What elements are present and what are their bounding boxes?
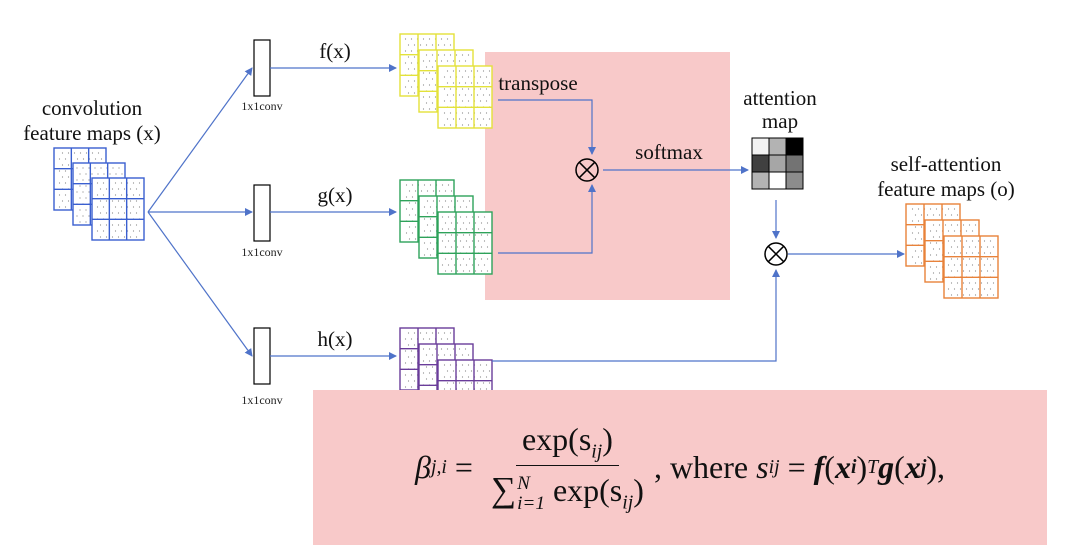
attention-map-grid — [751, 137, 804, 190]
formula-num-sub: ij — [591, 440, 603, 462]
formula-eq2: = — [779, 449, 814, 485]
formula-transpose: T — [867, 456, 879, 478]
formula-x2-sub: j — [920, 456, 927, 478]
softmax-label: softmax — [635, 140, 703, 164]
formula-sum: ∑ — [490, 470, 517, 509]
attention-label-line1: attention — [743, 86, 817, 110]
formula-s: s — [756, 449, 769, 485]
output-feature-maps — [905, 203, 999, 299]
input-arrows — [147, 64, 905, 362]
formula-s-sub: ij — [768, 456, 780, 478]
conv-box-g — [253, 184, 271, 242]
f-feature-maps — [399, 33, 493, 129]
formula-where: , where — [653, 449, 757, 485]
formula-den-sub: ij — [622, 491, 634, 514]
formula-beta-sub: j,i — [430, 456, 447, 478]
formula-den-text: exp(s — [552, 472, 623, 508]
attention-cell — [768, 154, 787, 173]
matmul-icon-2 — [764, 242, 788, 266]
input-label-line1: convolution — [42, 96, 143, 120]
conv-label-f: 1x1conv — [241, 99, 282, 113]
conv-label-g: 1x1conv — [241, 245, 282, 259]
input-label-line2: feature maps (x) — [23, 121, 161, 145]
conv-box-f — [253, 39, 271, 97]
output-label-line2: feature maps (o) — [877, 177, 1015, 201]
transpose-label: transpose — [498, 71, 577, 95]
input-feature-maps — [53, 147, 145, 241]
formula-numerator: exp(sij) — [515, 420, 619, 466]
attention-cell — [751, 137, 770, 156]
attention-highlight-region — [485, 52, 730, 300]
formula-close2: ), — [926, 449, 945, 485]
formula-num-close: ) — [602, 420, 613, 457]
formula-x1-sub: i — [850, 456, 857, 478]
g-feature-maps — [399, 179, 493, 275]
f-label: f(x) — [319, 39, 350, 63]
formula-f: f — [813, 449, 825, 485]
conv-box-h — [253, 327, 271, 385]
g-feature-maps-sheet — [437, 211, 493, 275]
formula-open2: ( — [894, 449, 905, 485]
output-feature-maps-sheet — [943, 235, 999, 299]
formula-num-text: exp(s — [521, 420, 592, 457]
attention-cell — [785, 171, 804, 190]
g-label: g(x) — [318, 183, 353, 207]
formula-x2: x — [904, 449, 921, 485]
h-label: h(x) — [318, 327, 353, 351]
output-label-line1: self-attention — [891, 152, 1002, 176]
attention-cell — [785, 137, 804, 156]
attention-cell — [768, 171, 787, 190]
conv-label-h: 1x1conv — [241, 393, 282, 407]
formula-beta: β — [415, 449, 431, 485]
matmul-icon-1 — [575, 158, 599, 182]
formula-sum-lower: i=1 — [517, 492, 545, 514]
formula-g: g — [878, 449, 895, 485]
attention-cell — [768, 137, 787, 156]
input-feature-maps-sheet — [91, 177, 145, 241]
formula-den-close: ) — [633, 472, 644, 508]
attention-cell — [751, 171, 770, 190]
attention-cell — [751, 154, 770, 173]
formula-x1: x — [834, 449, 851, 485]
attention-label-line2: map — [762, 109, 798, 133]
formula-sum-upper: N — [517, 472, 530, 494]
formula-close1: ) — [856, 449, 868, 485]
attention-cell — [785, 154, 804, 173]
formula-open1: ( — [824, 449, 835, 485]
f-feature-maps-sheet — [437, 65, 493, 129]
formula-eq: = — [446, 449, 481, 485]
feature-map-stacks — [53, 33, 999, 423]
